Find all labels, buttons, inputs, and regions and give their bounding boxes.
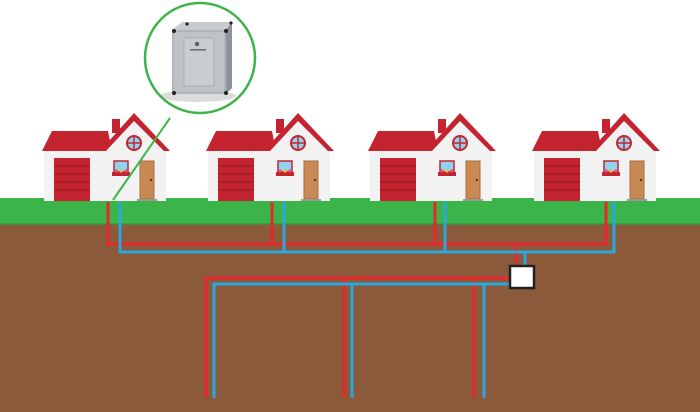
- return-loop-line: [212, 282, 510, 398]
- return-pipe-house-1: [118, 202, 527, 268]
- supply-pipe-house-1: [106, 202, 518, 268]
- heat-pump-unit-icon: [172, 21, 233, 95]
- grass-strip: [0, 198, 700, 224]
- soil-underground: [0, 224, 700, 412]
- callout-pointer-line: [112, 117, 171, 201]
- callout-circle: [143, 1, 257, 115]
- supply-pipe-house-4: [516, 202, 608, 246]
- return-pipe-network: [118, 202, 616, 398]
- heat-exchange-hub: [508, 264, 536, 290]
- supply-pipe-network: [106, 202, 608, 398]
- supply-loop-line: [204, 276, 516, 398]
- return-pipe-house-4: [525, 202, 616, 254]
- heat-pump-callout: [143, 1, 257, 115]
